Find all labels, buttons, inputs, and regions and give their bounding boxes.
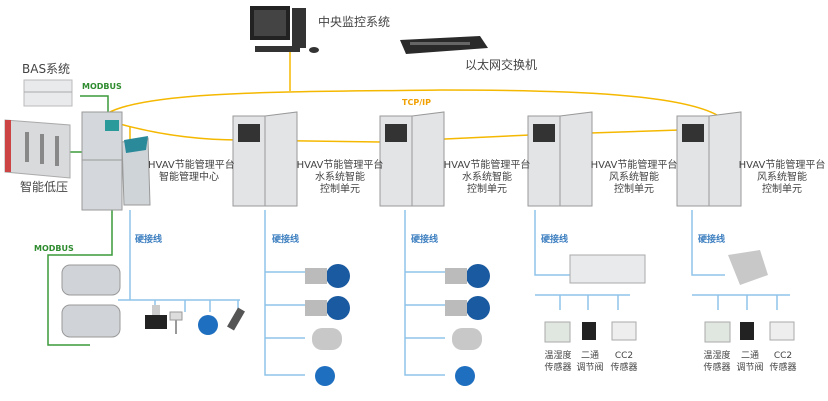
label-line: 控制单元	[762, 184, 802, 195]
label-line: 控制单元	[614, 184, 654, 195]
valve-icon	[145, 305, 167, 329]
tcpip-label: TCP/IP	[402, 98, 431, 107]
label-line: HVAV节能管理平台	[738, 160, 826, 171]
management-cabinet-icon	[81, 111, 151, 211]
pump-icon	[445, 296, 490, 320]
label-line: 水系统智能	[315, 172, 365, 183]
label-line: 传感器	[703, 363, 731, 373]
chiller-icon	[61, 264, 121, 338]
label-line: HVAV节能管理平台	[443, 160, 531, 171]
air-handler-icon	[569, 254, 646, 284]
label-line: CC2	[773, 351, 793, 361]
cabinet-breakers	[238, 124, 704, 142]
hardwire-label: 硬接线	[698, 235, 726, 245]
low-voltage-panel-icon	[4, 119, 71, 179]
unit-label: HVAV节能管理平台水系统智能控制单元	[295, 160, 385, 196]
modbus-top-label: MODBUS	[82, 82, 122, 91]
fan-coil-icon	[728, 250, 768, 285]
hardwire-lines	[118, 210, 790, 376]
label-line: 水系统智能	[462, 172, 512, 183]
modbus-chiller-line	[47, 210, 113, 346]
control-cabinets	[232, 111, 742, 207]
unit-label: HVAV节能管理平台风系统智能控制单元	[589, 160, 679, 196]
pumps	[305, 264, 490, 320]
label-line: 控制单元	[320, 184, 360, 195]
flowmeter-icon	[198, 315, 218, 335]
bas-controller-icon	[23, 79, 73, 107]
unit-label: HVAV节能管理平台风系统智能控制单元	[737, 160, 827, 196]
pipe-elbow-icon	[312, 328, 482, 350]
sensor-label: 温湿度传感器	[543, 350, 573, 374]
label-line: 传感器	[769, 363, 797, 373]
low-voltage-label: 智能低压	[20, 180, 69, 194]
center-line1: HVAV节能管理平台	[148, 160, 235, 171]
hardwire-label: 硬接线	[272, 235, 300, 245]
label-line: 传感器	[610, 363, 638, 373]
modbus-bas-line	[80, 95, 109, 113]
sensor-devices	[544, 321, 795, 343]
center-label: HVAV节能管理平台 智能管理中心	[148, 160, 235, 184]
unit-label: HVAV节能管理平台水系统智能控制单元	[442, 160, 532, 196]
ethernet-switch-icon	[400, 36, 488, 54]
label-line: HVAV节能管理平台	[296, 160, 384, 171]
label-line: 调节阀	[736, 363, 764, 373]
hardwire-label: 硬接线	[541, 235, 569, 245]
center-line2: 智能管理中心	[159, 172, 219, 183]
pump-icon	[305, 296, 350, 320]
label-line: 二通	[740, 351, 759, 361]
ethernet-switch-label: 以太网交换机	[465, 58, 538, 72]
modbus-bottom-label: MODBUS	[34, 244, 74, 253]
sensor-label: 二通调节阀	[735, 350, 765, 374]
hardwire-label: 硬接线	[411, 235, 439, 245]
label-line: 调节阀	[576, 363, 604, 373]
label-line: 控制单元	[467, 184, 507, 195]
central-computer-icon	[250, 6, 319, 53]
sensor-label: 温湿度传感器	[702, 350, 732, 374]
temperature-sensor-icon	[169, 311, 183, 334]
label-line: 传感器	[544, 363, 572, 373]
label-line: 温湿度	[544, 351, 572, 361]
sensor-label: CC2 传感器	[609, 350, 639, 374]
tcp-ip-upper-line	[107, 89, 718, 116]
label-line: 二通	[580, 351, 599, 361]
pump-icon	[305, 264, 350, 288]
label-line: 风系统智能	[609, 172, 659, 183]
pump-icon	[445, 264, 490, 288]
pressure-sensor-icon	[227, 307, 245, 331]
label-line: 温湿度	[703, 351, 731, 361]
sensor-label: 二通调节阀	[575, 350, 605, 374]
central-monitoring-label: 中央监控系统	[318, 15, 391, 29]
bas-label: BAS系统	[22, 62, 71, 76]
hardwire-label: 硬接线	[135, 235, 163, 245]
flowmeter-icon	[315, 366, 475, 386]
label-line: HVAV节能管理平台	[590, 160, 678, 171]
sensor-label: CC2 传感器	[768, 350, 798, 374]
label-line: CC2	[614, 351, 634, 361]
label-line: 风系统智能	[757, 172, 807, 183]
